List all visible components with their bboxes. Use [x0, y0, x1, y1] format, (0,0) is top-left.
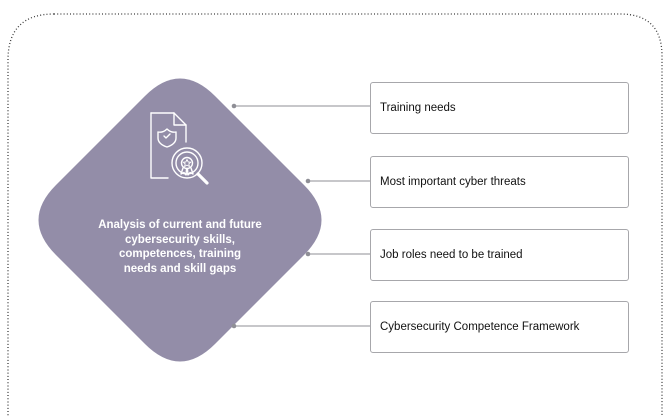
- center-title-line: Analysis of current and future: [98, 219, 262, 231]
- center-title-line: competences, training: [118, 248, 242, 260]
- item-label: Job roles need to be trained: [380, 249, 523, 261]
- connector-1: [231, 103, 370, 109]
- connector-2: [305, 178, 370, 184]
- item-box-competence-framework: Cybersecurity Competence Framework: [370, 301, 629, 353]
- center-title-line: cybersecurity skills,: [125, 233, 235, 246]
- item-label: Training needs: [380, 102, 456, 114]
- item-label: Cybersecurity Competence Framework: [380, 321, 580, 333]
- connector-4: [231, 323, 370, 329]
- document-certificate-magnifier-icon: [150, 112, 209, 185]
- item-box-job-roles: Job roles need to be trained: [370, 229, 629, 281]
- connector-3: [305, 251, 370, 257]
- center-title-line: needs and skill gaps: [123, 262, 237, 275]
- item-label: Most important cyber threats: [380, 176, 526, 188]
- central-diamond: [38, 78, 322, 362]
- center-title: Analysis of current and future cybersecu…: [62, 218, 298, 276]
- item-box-training-needs: Training needs: [370, 82, 629, 134]
- item-box-cyber-threats: Most important cyber threats: [370, 156, 629, 208]
